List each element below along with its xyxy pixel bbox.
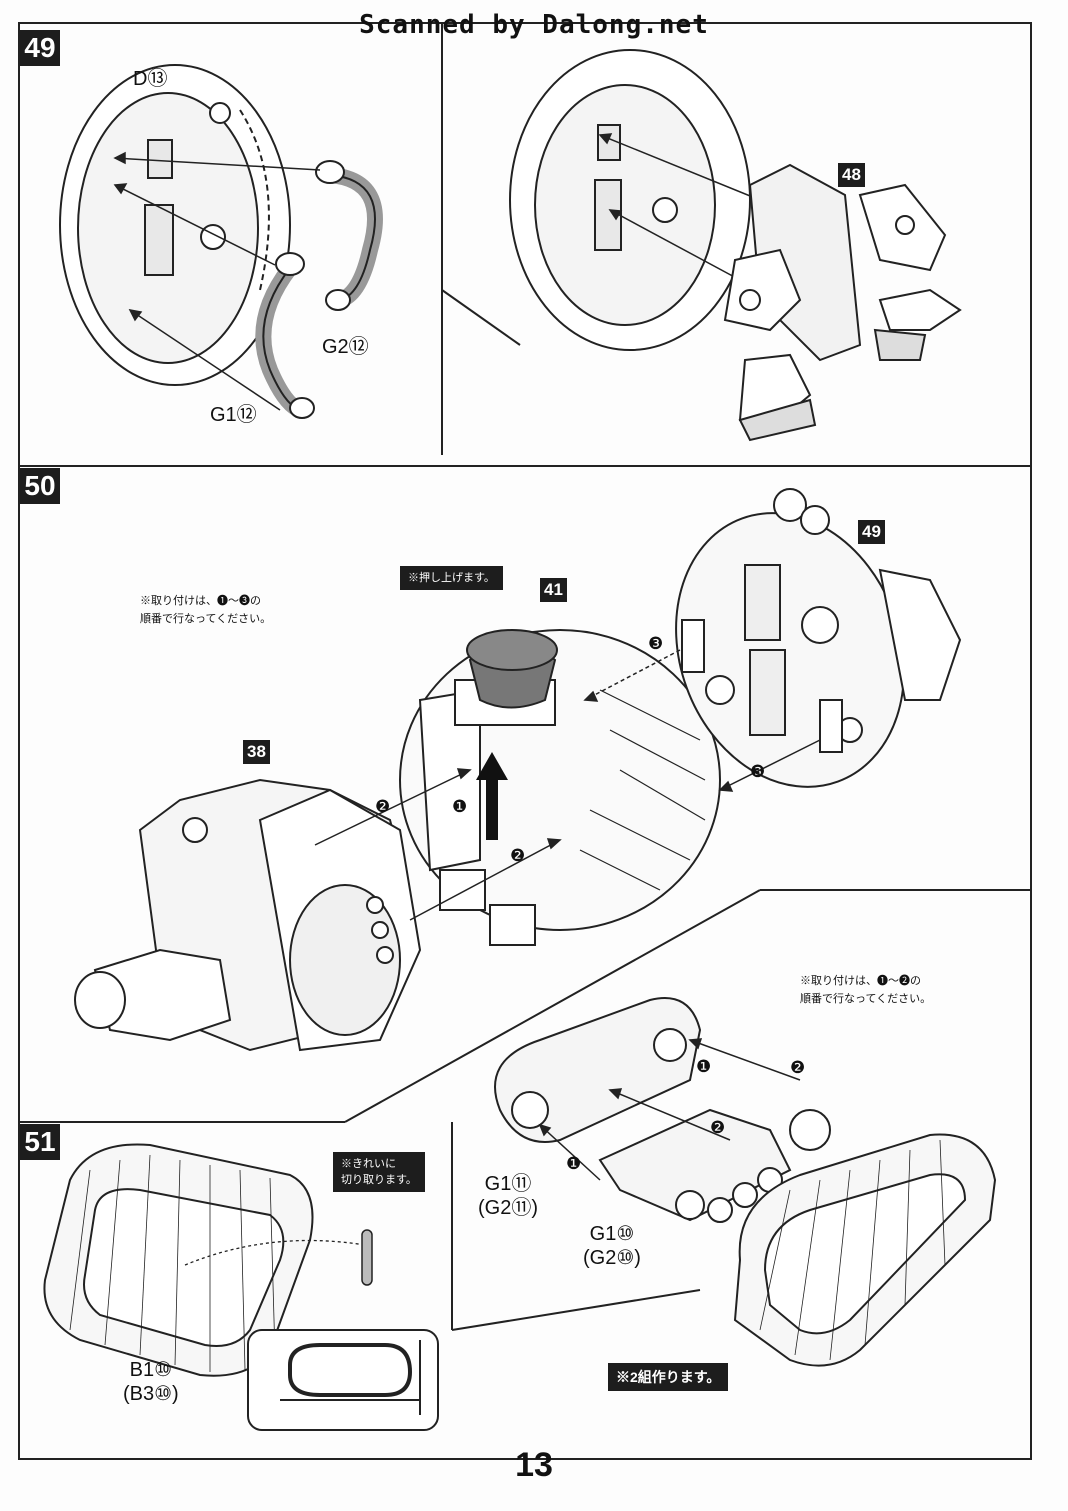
part-g2-12-label: G2⑫ [322,336,369,358]
part-g1-11-label: G1⑪ (G2⑪) [478,1172,538,1220]
page-number: 13 [515,1446,553,1484]
push-up-arrow [476,752,508,840]
step50-body-38 [74,778,422,1052]
seq-marker-3a: ❸ [648,634,664,653]
step51-order-note: ※取り付けは、❶～❷の 順番で行なってください。 [800,972,931,1008]
seq-marker-1: ❶ [452,797,468,816]
runner-detail [247,1329,439,1431]
seq-marker-2a: ❷ [375,797,391,816]
ref-badge-49: 49 [858,520,885,544]
step49-leg-assembly [723,163,962,442]
cut-callout-line1: ※きれいに [341,1158,396,1170]
part-g1-10-label: G1⑩ (G2⑩) [583,1222,641,1270]
part-g1-10: G1⑩ [589,1223,635,1245]
step-51-badge: 51 [20,1124,60,1160]
part-g2-10: (G2⑩) [583,1247,641,1269]
step50-note-line2: 順番で行なってください。 [140,613,272,625]
ref-badge-38: 38 [243,740,270,764]
ref-badge-48: 48 [838,163,865,187]
page-frame [18,22,1032,1460]
step50-drum-41 [399,629,721,946]
step51-note-line1: ※取り付けは、❶～❷の [800,975,921,987]
part-g2-11: (G2⑪) [478,1197,538,1219]
step50-note-line1: ※取り付けは、❶～❸の [140,595,261,607]
track-pin [361,1229,373,1286]
seq-marker-2b: ❷ [510,846,526,865]
step51-note-line2: 順番で行なってください。 [800,993,932,1005]
seq-marker-51-2a: ❷ [790,1058,806,1077]
scan-credit: Scanned by Dalong.net [359,10,709,40]
push-up-callout: ※押し上げます。 [400,566,503,590]
step51-track-frame [494,997,702,1143]
ref-badge-41: 41 [540,578,567,602]
step50-shell-49 [675,488,962,788]
step50-order-note: ※取り付けは、❶～❸の 順番で行なってください。 [140,592,271,628]
step49-shell-right [509,49,751,351]
part-g1-12-label: G1⑫ [210,404,257,426]
step51-wheels [598,1108,831,1223]
make-two-callout: ※2組作ります。 [608,1363,729,1391]
seq-marker-3b: ❸ [750,762,766,781]
part-b1-10: B1⑩ [129,1359,173,1381]
seq-marker-51-2b: ❷ [710,1118,726,1137]
part-b1-10-label: B1⑩ (B3⑩) [123,1358,179,1406]
part-b3-10: (B3⑩) [123,1383,179,1405]
seq-marker-51-1a: ❶ [696,1057,712,1076]
cut-callout-line2: 切り取ります。 [341,1174,417,1186]
part-d13-label: D⑬ [133,68,168,90]
step51-track-left [43,1143,314,1377]
step-50-badge: 50 [20,468,60,504]
divider-51a [344,889,761,1123]
seq-marker-51-1b: ❶ [566,1154,582,1173]
step49-hose-upper [315,160,383,311]
step49-hose-lower [255,252,315,419]
step-49-badge: 49 [20,30,60,66]
part-g1-11: G1⑪ [484,1173,532,1195]
cut-cleanly-callout: ※きれいに 切り取ります。 [333,1152,425,1192]
